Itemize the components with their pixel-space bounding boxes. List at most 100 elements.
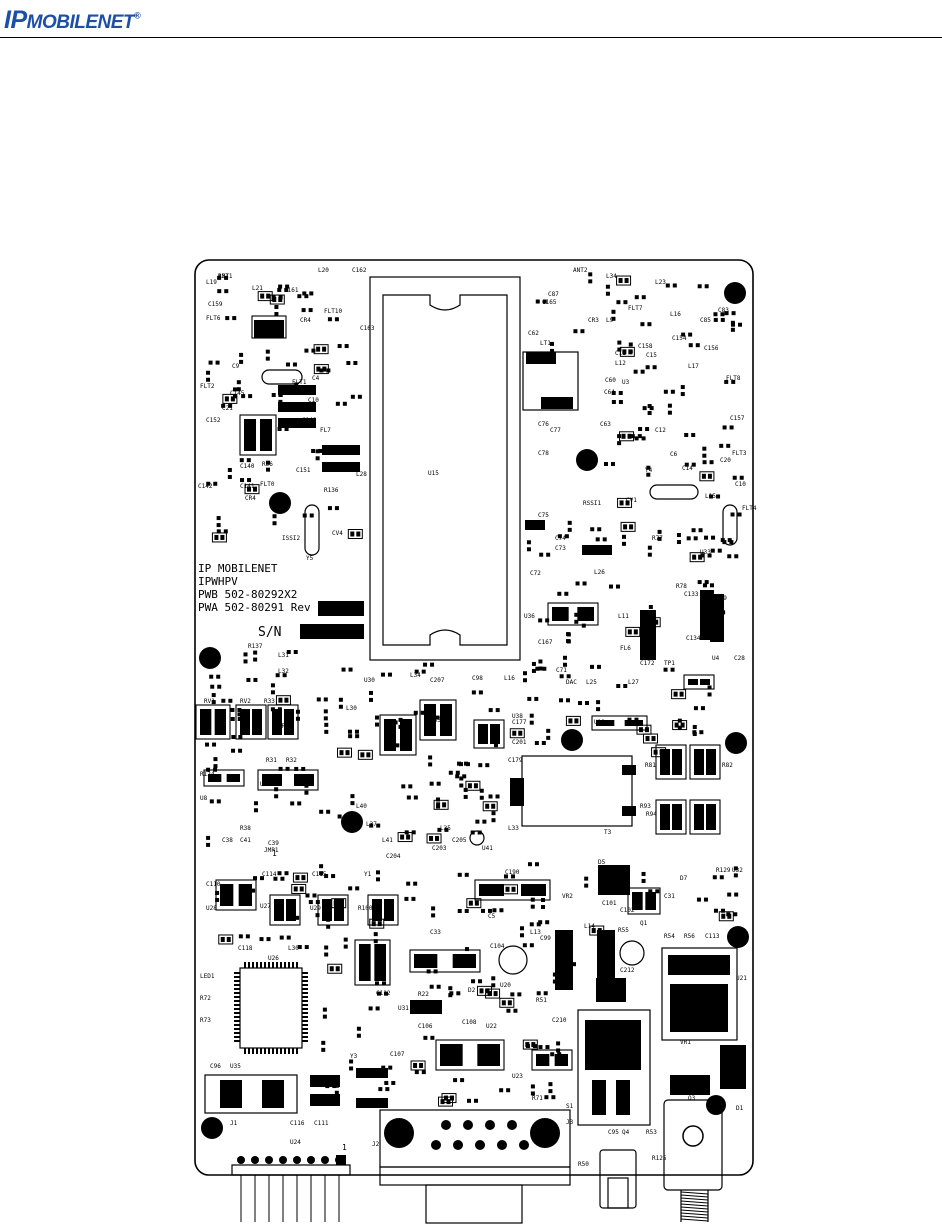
component-label: C145 [230, 390, 245, 397]
component-label: TP1 [664, 660, 675, 667]
component-label: R50 [578, 1161, 589, 1168]
component-label: C102 [620, 907, 635, 914]
component-label: R93 [640, 803, 651, 810]
component-label: C177 [512, 719, 527, 726]
component-label: L17 [688, 363, 699, 370]
component-label: C6 [670, 451, 678, 458]
component-label: R66 [262, 461, 273, 468]
component-label: R94 [646, 811, 657, 818]
component-label: CR4 [245, 495, 256, 502]
component-label: U29 [310, 905, 321, 912]
component-label: L19 [206, 279, 217, 286]
component-label: FLT3 [732, 450, 747, 457]
component-label: L20 [318, 267, 329, 274]
silk-pwa: PWA 502-80291 Rev [198, 601, 311, 614]
component-label: ANT2 [573, 267, 588, 274]
component-label: U22 [486, 1023, 497, 1030]
component-label: R54 [664, 933, 675, 940]
component-label: L30 [288, 945, 299, 952]
mounting-hole [201, 1117, 223, 1139]
component-label: C203 [432, 845, 447, 852]
component-label: C133 [684, 591, 699, 598]
component-label: LED1 [200, 973, 215, 980]
component-label: RV1 [204, 698, 215, 705]
component-label: FLT2 [200, 383, 215, 390]
component-label: C162 [352, 267, 367, 274]
component-label: C142 [198, 483, 213, 490]
component-label: R53 [646, 1129, 657, 1136]
silk-pwb: PWB 502-80292X2 [198, 588, 297, 601]
component-label: C74 [555, 535, 566, 542]
component-label: C60 [605, 377, 616, 384]
component-label: Y3 [350, 1053, 358, 1060]
component-label: C77 [550, 427, 561, 434]
board-outline [194, 259, 754, 1176]
component-label: C78 [538, 450, 549, 457]
pin-label: 1 [272, 849, 277, 858]
component-label: U3 [622, 379, 630, 386]
component-label: C110 [206, 881, 221, 888]
component-label: L25 [586, 679, 597, 686]
component-label: R78 [676, 583, 687, 590]
component-label: RV2 [240, 698, 251, 705]
component-label: C149 [302, 417, 317, 424]
regulator-u21 [661, 947, 738, 1041]
component-label: FLT0 [260, 481, 275, 488]
component-label: C31 [664, 893, 675, 900]
component-label: C104 [490, 943, 505, 950]
component-label: L33 [508, 825, 519, 832]
component-label: R72 [200, 995, 211, 1002]
component-label: C154 [672, 335, 687, 342]
component-label: L41 [382, 837, 393, 844]
component-label: R71 [532, 1095, 543, 1102]
component-label: S1 [566, 1103, 574, 1110]
component-label: Q1 [640, 920, 648, 927]
component-label: C116 [290, 1120, 305, 1127]
component-label: U9 [260, 781, 268, 788]
component-label: J3 [566, 1119, 574, 1126]
component-label: C63 [600, 421, 611, 428]
component-label: C20 [720, 457, 731, 464]
component-label: C5 [488, 913, 496, 920]
component-label: L34 [606, 273, 617, 280]
component-label: R125 [652, 1155, 667, 1162]
component-label: C39 [268, 840, 279, 847]
component-label: R32 [286, 757, 297, 764]
mounting-hole [561, 729, 583, 751]
component-label: C64 [604, 389, 615, 396]
silk-model: IPWHPV [198, 575, 238, 588]
component-label: LT1 [540, 340, 551, 347]
component-label: U30 [364, 677, 375, 684]
component-label: U31 [398, 1005, 409, 1012]
component-label: T3 [604, 829, 612, 836]
component-label: L13 [530, 929, 541, 936]
component-label: C28 [734, 655, 745, 662]
component-label: C167 [538, 639, 553, 646]
component-label: U20 [500, 982, 511, 989]
shield-u15 [369, 276, 521, 661]
component-label: C141 [240, 483, 255, 490]
component-label: L16 [670, 311, 681, 318]
component-label: L1 [302, 385, 310, 392]
component-label: L28 [356, 471, 367, 478]
component-label: C83 [718, 307, 729, 314]
component-label: L11 [618, 613, 629, 620]
component-label: D2 [468, 987, 476, 994]
component-label: C85 [700, 317, 711, 324]
component-label: C113 [705, 933, 720, 940]
component-label: C163 [360, 325, 375, 332]
components [195, 272, 746, 1108]
component-label: L30 [346, 705, 357, 712]
component-label: DAC [566, 679, 577, 686]
led1 [599, 1149, 637, 1209]
component-label: D5 [598, 859, 606, 866]
component-label: L26 [594, 569, 605, 576]
component-label: U19 [594, 719, 605, 726]
component-label: C72 [530, 570, 541, 577]
component-label: Y1 [364, 871, 372, 878]
mounting-holes [199, 282, 749, 1148]
component-label: C114 [262, 871, 277, 878]
component-label: L32 [278, 668, 289, 675]
component-label: C14 [682, 465, 693, 472]
